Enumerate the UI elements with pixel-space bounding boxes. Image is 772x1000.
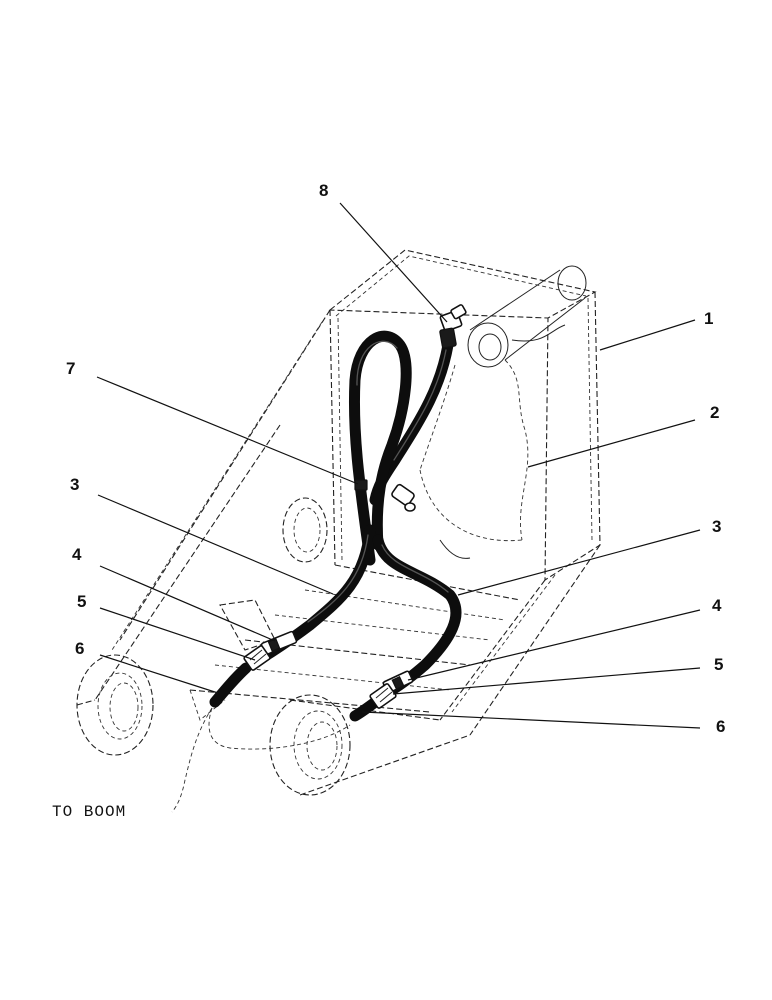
to-boom-caption: TO BOOM [52,803,126,821]
hose-loop [348,330,412,566]
leader-5-left [99,607,256,661]
callout-8: 8 [319,181,328,200]
leader-5-right [392,667,701,695]
fittings [243,304,467,709]
boom-frame [76,249,601,796]
to-boom-leader [171,707,213,813]
callout-7: 7 [66,359,75,378]
leader-3-left [97,494,334,595]
cylinder-port-fitting [391,483,416,512]
to-boom-line [208,707,351,750]
callout-3-left: 3 [70,475,79,494]
callout-6-right: 6 [716,717,725,736]
hose-left-tail [209,662,252,708]
leader-6-right [361,711,701,729]
leader-8 [339,202,448,323]
callout-6-left: 6 [75,639,84,658]
leader-lines [96,202,701,729]
coupling-left [243,645,271,671]
coupling-right [369,683,397,709]
leader-6-left [99,654,219,694]
leader-7 [96,376,359,485]
callout-5-right: 5 [714,655,723,674]
elbow-fitting [439,304,467,349]
callout-5-left: 5 [77,592,86,611]
leader-2 [527,419,696,468]
hose-right [372,534,462,696]
callout-2: 2 [710,403,719,422]
callout-3-right: 3 [712,517,721,536]
callout-4-right: 4 [712,596,722,615]
leader-3-right [457,529,701,596]
leader-1 [599,319,696,351]
hydraulic-cylinder [419,265,587,559]
callout-1: 1 [704,309,713,328]
callout-4-left: 4 [72,545,82,564]
leader-4-left [99,565,276,642]
hose-clamp [354,479,368,491]
hose-assembly [209,330,462,722]
leader-4-right [407,609,701,681]
callout-labels: 8 1 7 2 3 3 4 5 4 6 5 6 [66,181,725,736]
